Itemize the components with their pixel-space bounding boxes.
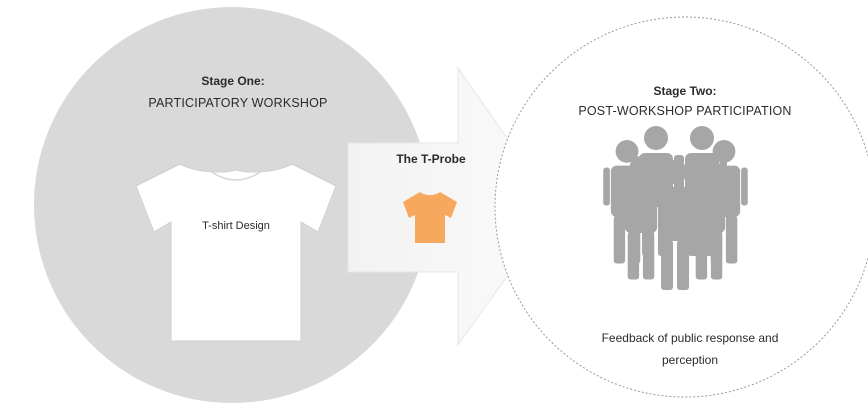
- stage-one-subtitle: PARTICIPATORY WORKSHOP: [148, 96, 328, 110]
- t-probe-label: The T-Probe: [396, 152, 466, 166]
- stage-two-subtitle: POST-WORKSHOP PARTICIPATION: [578, 104, 792, 118]
- feedback-text: Feedback of public response and percepti…: [601, 331, 779, 367]
- tshirt-design-icon: [135, 163, 337, 342]
- stage-two-title: Stage Two:: [653, 84, 717, 98]
- tshirt-probe-icon: [403, 192, 457, 243]
- tshirt-design-label: T-shirt Design: [202, 220, 270, 232]
- stage-one-title: Stage One:: [201, 74, 265, 88]
